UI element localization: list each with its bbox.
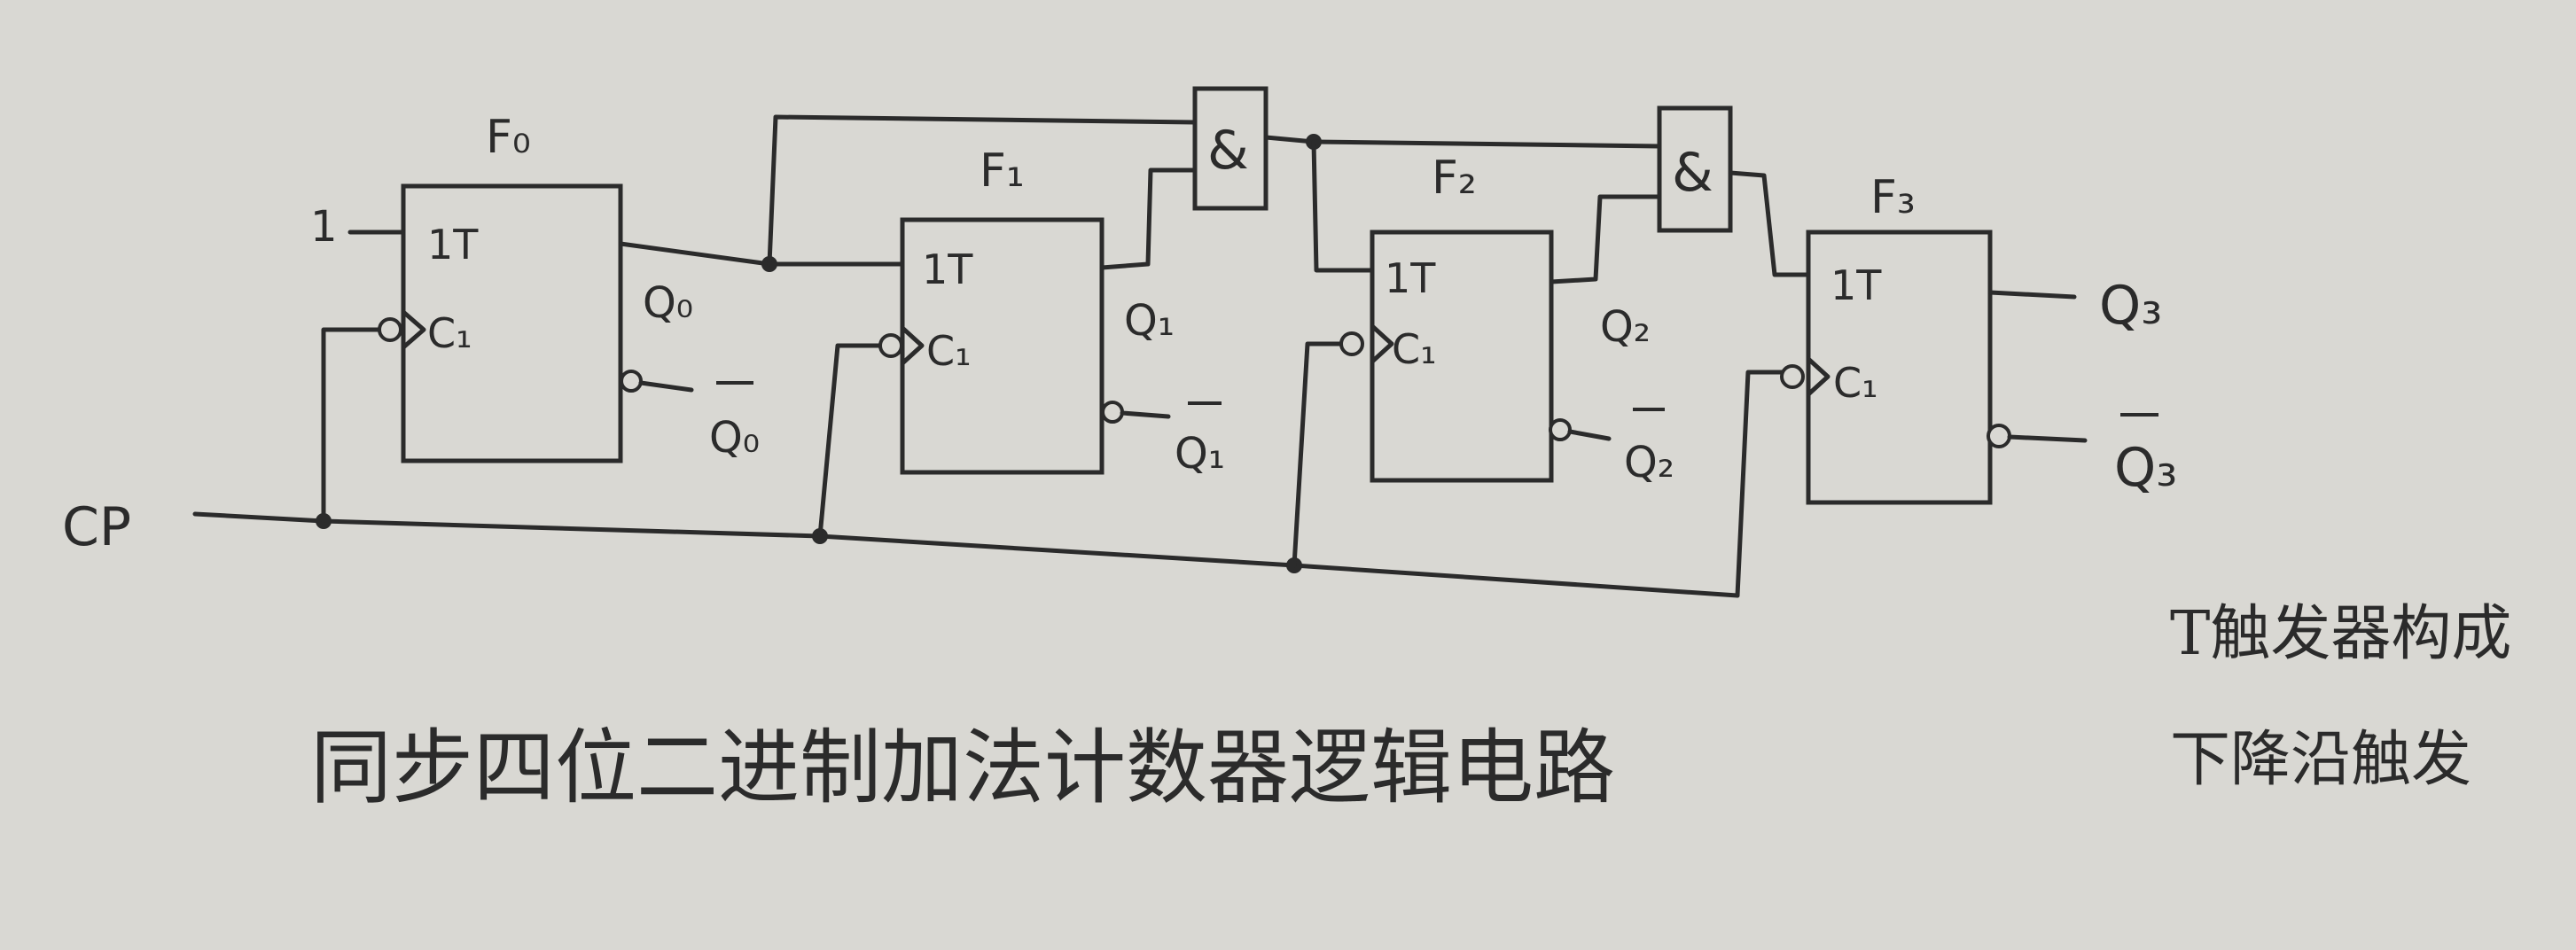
f2-qbar-wire (1567, 429, 1612, 441)
f3-t-pin: 1T (1831, 261, 1882, 309)
f1-q-label: Q₁ (1124, 296, 1175, 346)
f3-q-wire (1987, 290, 2077, 300)
and-gate-2-box (1657, 105, 1733, 233)
flip-flop-f2: F₂ 1T C₁ Q₂ Q₂ (1339, 152, 1674, 487)
f0-name: F₀ (486, 111, 531, 164)
f2-name: F₂ (1432, 152, 1477, 205)
cp-branch-f1 (817, 343, 882, 539)
and1-to-f2-wire (1311, 139, 1375, 273)
f0-qbar-label: Q₀ (709, 413, 760, 463)
f0-box (401, 183, 623, 463)
f1-t-pin: 1T (922, 245, 973, 293)
f2-t-pin: 1T (1385, 254, 1436, 302)
f0-q-label: Q₀ (643, 278, 693, 328)
q0-to-and1-wire (767, 114, 1198, 267)
f1-clock-wedge (900, 325, 925, 366)
f2-clk-pin: C₁ (1392, 325, 1437, 373)
flip-flop-f0: F₀ 1 1T C₁ Q₀ Q₀ (310, 111, 772, 463)
f0-q-wire (618, 241, 772, 267)
f1-qbar-wire (1120, 410, 1171, 419)
and-gate-2-symbol: & (1672, 142, 1713, 204)
f3-clock-wedge (1806, 356, 1831, 397)
f1-name: F₁ (980, 144, 1025, 198)
f2-q-label: Q₂ (1600, 302, 1651, 352)
cp-label: CP (62, 496, 131, 558)
f2-clock-bubble (1339, 331, 1364, 356)
input-one-label: 1 (310, 202, 338, 252)
f0-clock-bubble (378, 317, 402, 342)
f0-clk-pin: C₁ (427, 309, 472, 357)
f0-qbar-bubble (620, 370, 643, 393)
q0-to-f1-wire (767, 235, 905, 267)
f0-qbar-wire (638, 380, 694, 393)
f3-clk-pin: C₁ (1833, 359, 1878, 407)
and-gate-1: & (1192, 86, 1316, 211)
cp-branch-f2 (1292, 341, 1343, 568)
f2-clock-wedge (1370, 323, 1394, 364)
f3-qbar-wire (2007, 434, 2088, 443)
note-line-2: 下降沿触发 (2170, 725, 2471, 795)
cp-branch-f3 (1735, 370, 1784, 598)
note-line-1: T触发器构成 (2170, 599, 2511, 669)
flip-flop-f3: F₃ 1T C₁ Q₃ Q₃ (1780, 171, 2177, 505)
f1-clk-pin: C₁ (926, 327, 972, 375)
and2-to-f3-wire (1728, 170, 1811, 277)
cp-branch-f0 (321, 327, 382, 524)
f3-box (1806, 230, 1993, 505)
f3-name: F₃ (1870, 171, 1916, 224)
and-gate-2: & (1657, 105, 1811, 277)
f1-qbar-bubble (1101, 401, 1124, 424)
f1-clock-bubble (878, 333, 903, 358)
f3-clock-bubble (1780, 364, 1805, 389)
and-gate-1-box (1192, 86, 1268, 211)
f2-q-wire (1549, 194, 1662, 284)
f2-box (1370, 230, 1554, 483)
diagram-caption: 同步四位二进制加法计数器逻辑电路 (310, 720, 1615, 815)
and1-output-wire (1263, 135, 1316, 144)
f3-q-label: Q₃ (2099, 275, 2162, 337)
and1-to-and2-wire (1311, 139, 1662, 149)
f2-qbar-label: Q₂ (1624, 438, 1674, 487)
f0-clock-wedge (401, 309, 426, 350)
f1-q-wire (1099, 167, 1198, 270)
f2-qbar-bubble (1549, 418, 1572, 441)
cp-main-wire (192, 511, 1740, 598)
clock-network: CP (62, 327, 1784, 598)
flip-flop-f1: F₁ 1T C₁ Q₁ Q₁ (878, 144, 1225, 479)
f0-t-pin: 1T (427, 221, 479, 269)
f3-qbar-label: Q₃ (2114, 437, 2177, 499)
and-gate-1-symbol: & (1207, 120, 1249, 182)
f1-qbar-label: Q₁ (1175, 429, 1225, 479)
f3-qbar-bubble (1987, 424, 2011, 448)
